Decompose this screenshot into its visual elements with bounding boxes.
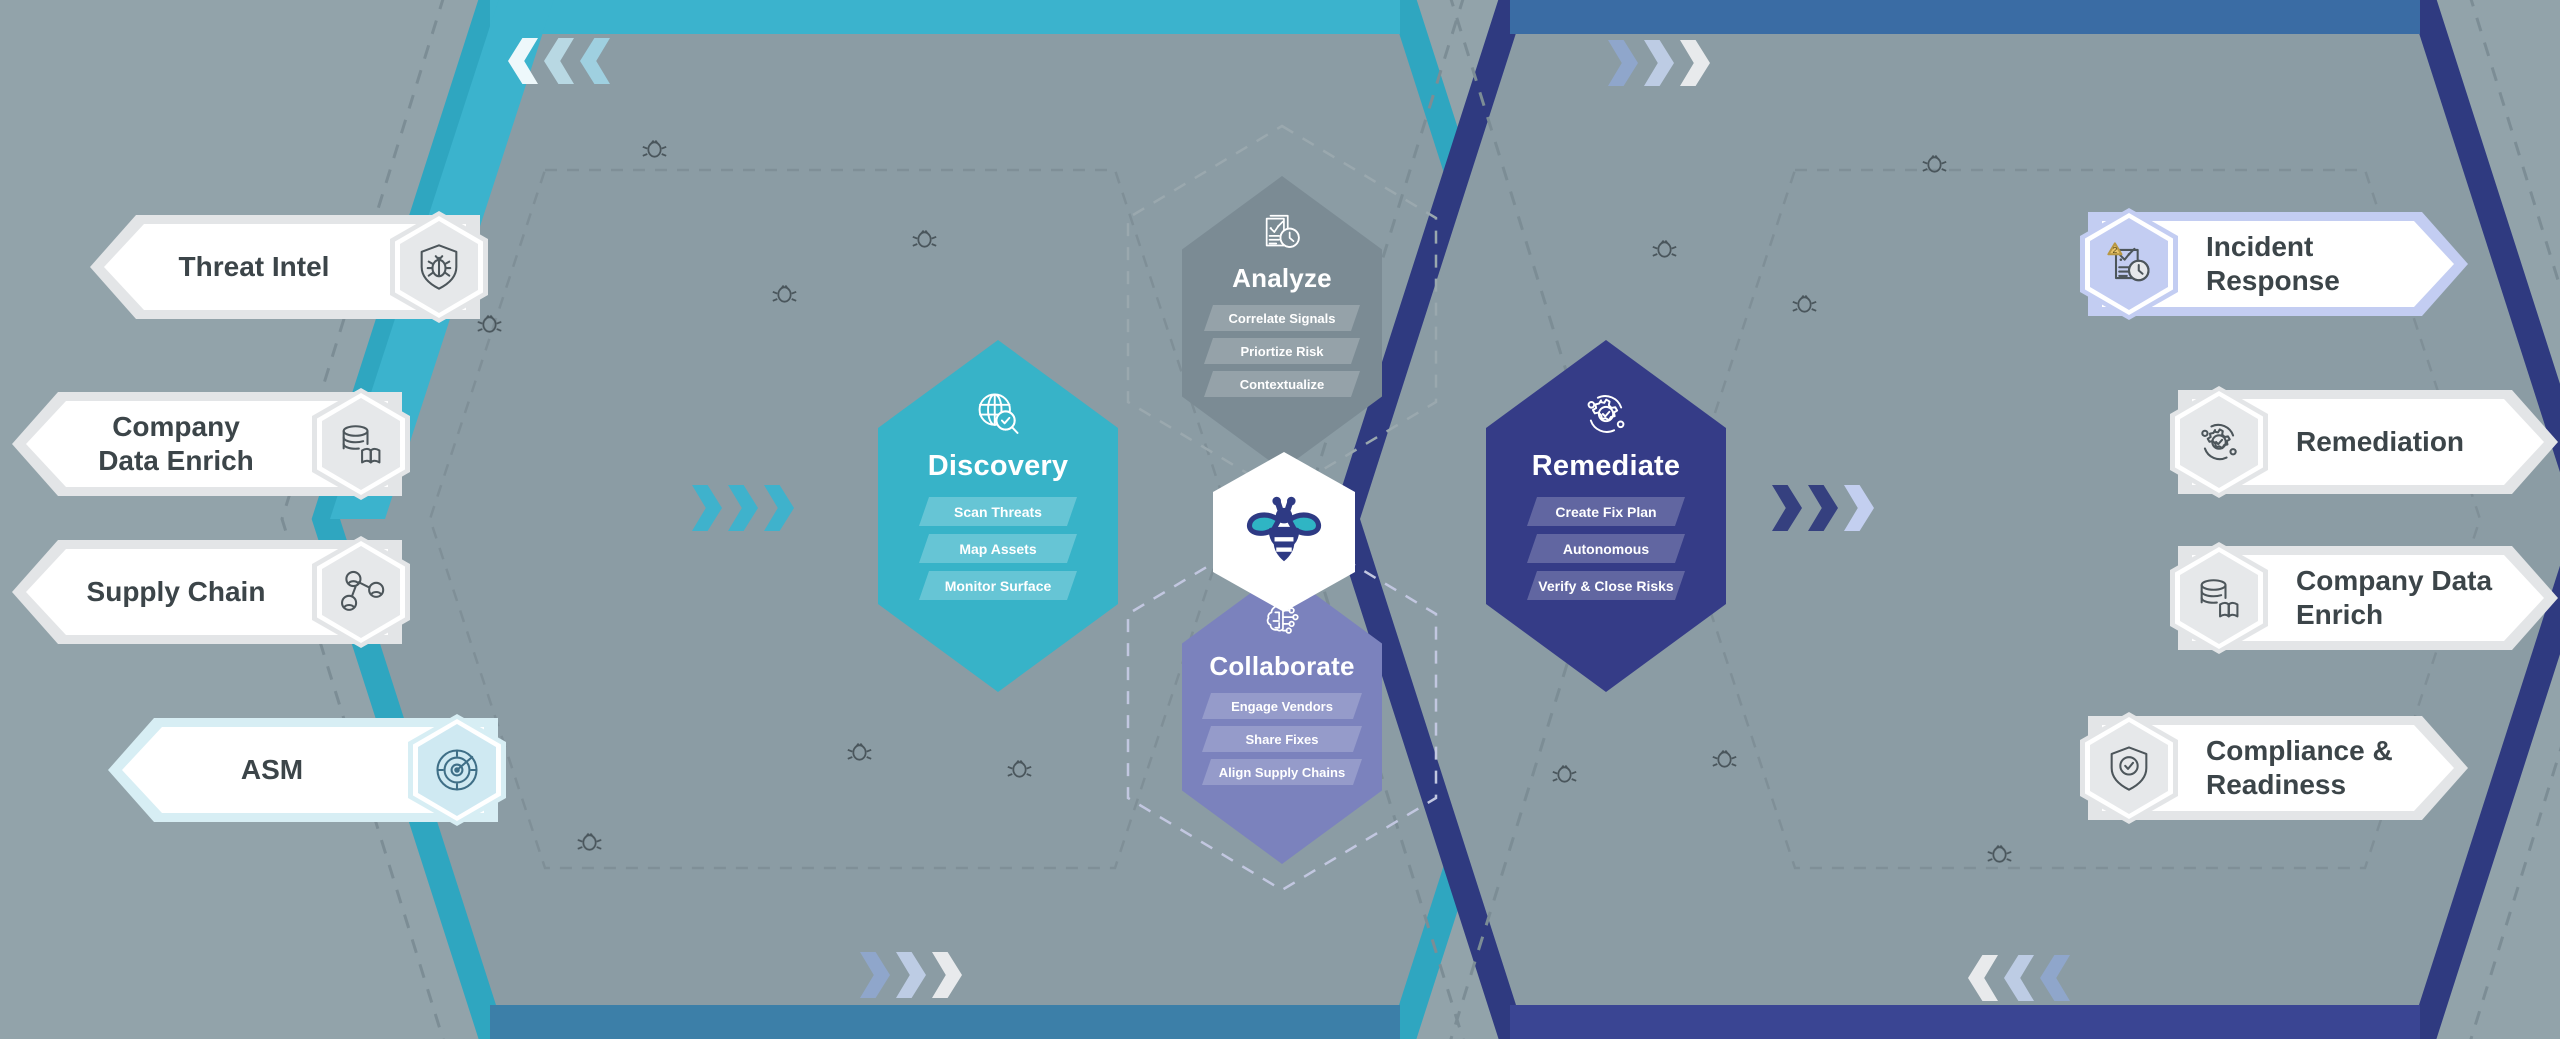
chevron-bl-2	[896, 952, 926, 998]
chip-remediate-2[interactable]: Autonomous	[1527, 534, 1685, 563]
chevron-br-2	[2004, 955, 2034, 1001]
output-compliance-readiness[interactable]: Compliance &Readiness	[2080, 712, 2468, 824]
top-left-chevrons	[508, 38, 610, 84]
chevron-mid-left-1	[692, 485, 722, 531]
chevron-right-1	[1608, 40, 1638, 86]
chevron-mid-right-3	[1844, 485, 1874, 531]
input-asm[interactable]: ASM	[108, 714, 506, 826]
stage-analyze-title: Analyze	[1232, 263, 1332, 293]
incident-badge-count: 2	[2113, 245, 2118, 255]
radar-target-icon	[408, 714, 506, 826]
chevron-left-3	[580, 38, 610, 84]
output-remediation[interactable]: Remediation	[2170, 386, 2558, 498]
chevron-mid-right-1	[1772, 485, 1802, 531]
bottom-right-chevrons	[1968, 955, 2070, 1001]
left-inner-dashed-hex	[428, 168, 1232, 870]
stage-analyze-chips: Correlate Signals Priortize Risk Context…	[1204, 305, 1360, 397]
database-book-icon	[2170, 542, 2268, 654]
chevron-right-3	[1680, 40, 1710, 86]
chip-remediate-1[interactable]: Create Fix Plan	[1527, 497, 1685, 526]
mid-left-chevrons	[692, 485, 794, 531]
database-book-icon	[312, 388, 410, 500]
top-right-chevrons	[1608, 40, 1710, 86]
mid-right-chevrons	[1772, 485, 1874, 531]
chip-remediate-3[interactable]: Verify & Close Risks	[1527, 571, 1685, 600]
input-asm-label: ASM	[240, 753, 304, 785]
bee-logo-icon	[1247, 496, 1321, 562]
chevron-left-1	[508, 38, 538, 84]
bottom-left-chevrons	[860, 952, 962, 998]
stage-collaborate-chips: Engage Vendors Share Fixes Align Supply …	[1202, 693, 1362, 785]
chevron-right-2	[1644, 40, 1674, 86]
stage-remediate-chips: Create Fix Plan Autonomous Verify & Clos…	[1527, 497, 1685, 600]
chevron-mid-left-3	[764, 485, 794, 531]
chevron-mid-left-2	[728, 485, 758, 531]
stage-collaborate-title: Collaborate	[1209, 651, 1355, 681]
stage-discovery-title: Discovery	[927, 450, 1069, 482]
stage-collaborate[interactable]: Collaborate Engage Vendors Share Fixes A…	[1182, 570, 1382, 864]
chevron-mid-right-2	[1808, 485, 1838, 531]
chevron-bl-1	[860, 952, 890, 998]
right-inner-dashed-hex	[1678, 168, 2482, 870]
input-supply-chain[interactable]: Supply Chain	[12, 536, 410, 648]
stage-analyze[interactable]: Analyze Correlate Signals Priortize Risk…	[1182, 176, 1382, 470]
input-threat-intel-label: Threat Intel	[178, 250, 330, 282]
chip-discovery-2[interactable]: Map Assets	[919, 534, 1077, 563]
report-chart-clock-icon	[1259, 210, 1305, 256]
stage-discovery-chips: Scan Threats Map Assets Monitor Surface	[919, 497, 1077, 600]
chevron-br-3	[2040, 955, 2070, 1001]
chip-analyze-1[interactable]: Correlate Signals	[1204, 305, 1360, 331]
decorative-bug-glyphs	[477, 139, 2012, 863]
chip-discovery-1[interactable]: Scan Threats	[919, 497, 1077, 526]
output-compliance-readiness-label: Compliance &Readiness	[2206, 734, 2393, 800]
gear-check-icon	[2170, 386, 2268, 498]
chip-collaborate-3[interactable]: Align Supply Chains	[1202, 759, 1362, 785]
collaborate-dashed-hex	[1126, 520, 1438, 892]
input-supply-chain-label: Supply Chain	[86, 575, 266, 607]
stage-remediate-title: Remediate	[1531, 450, 1681, 482]
chevron-bl-3	[932, 952, 962, 998]
shield-check-icon	[2080, 712, 2178, 824]
output-remediation-label: Remediation	[2296, 425, 2465, 457]
chip-analyze-2[interactable]: Priortize Risk	[1204, 338, 1360, 364]
input-threat-intel[interactable]: Threat Intel	[90, 211, 488, 323]
chip-collaborate-2[interactable]: Share Fixes	[1202, 726, 1362, 752]
right-band-segments	[1510, 0, 2420, 1039]
chevron-br-1	[1968, 955, 1998, 1001]
chip-analyze-3[interactable]: Contextualize	[1204, 371, 1360, 397]
shield-bug-icon	[390, 211, 488, 323]
report-clock-alert-icon: 2	[2080, 208, 2178, 320]
chevron-left-2	[544, 38, 574, 84]
chip-discovery-3[interactable]: Monitor Surface	[919, 571, 1077, 600]
chip-collaborate-1[interactable]: Engage Vendors	[1202, 693, 1362, 719]
left-dashed-outline	[280, 0, 1614, 1039]
globe-search-icon	[972, 388, 1024, 440]
gear-check-circular-icon	[1580, 388, 1632, 440]
network-people-icon	[312, 536, 410, 648]
analyze-dashed-hex	[1126, 124, 1438, 496]
